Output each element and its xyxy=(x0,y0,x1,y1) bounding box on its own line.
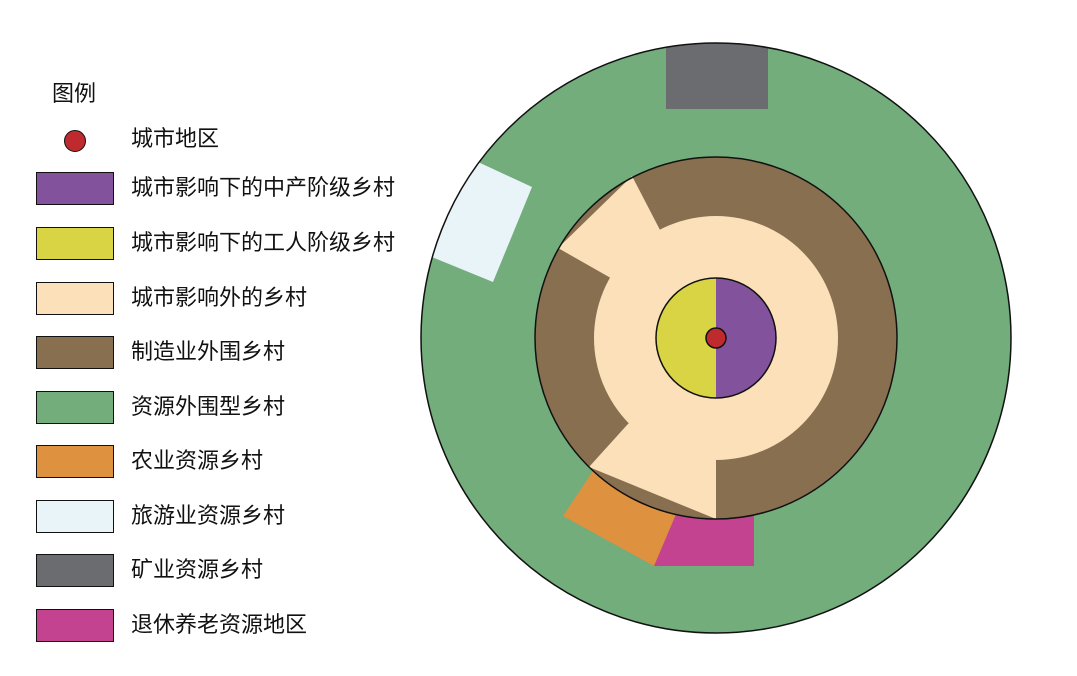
outer-boundary xyxy=(420,42,1012,634)
legend-label-city: 城市地区 xyxy=(131,127,220,152)
manufacturing-boundary xyxy=(534,156,898,520)
legend-swatch-manufacturing xyxy=(36,336,114,369)
city-dot xyxy=(705,327,727,349)
legend-label-tourism: 旅游业资源乡村 xyxy=(131,504,286,529)
legend-item-resource: 资源外围型乡村 xyxy=(0,390,440,426)
legend-label-mining: 矿业资源乡村 xyxy=(131,558,264,583)
legend-item-city: 城市地区 xyxy=(0,122,440,158)
legend-swatch-agricultural xyxy=(36,445,114,478)
resource-zones xyxy=(422,43,768,566)
mining-zone xyxy=(666,43,768,109)
legend-item-agricultural: 农业资源乡村 xyxy=(0,444,440,480)
urban-influence-boundary xyxy=(655,277,777,399)
legend-item-urban-middle-class: 城市影响下的中产阶级乡村 xyxy=(0,171,440,207)
agricultural-zone xyxy=(563,465,688,566)
legend-dot-city xyxy=(64,130,86,152)
legend-swatch-mining xyxy=(36,554,114,587)
legend-item-outside-urban: 城市影响外的乡村 xyxy=(0,281,440,317)
legend-swatch-resource xyxy=(36,391,114,424)
legend-item-tourism: 旅游业资源乡村 xyxy=(0,499,440,535)
tourism-zone xyxy=(422,162,532,282)
legend-item-manufacturing: 制造业外围乡村 xyxy=(0,335,440,371)
legend-label-urban-working-class: 城市影响下的工人阶级乡村 xyxy=(131,231,396,256)
legend-swatch-tourism xyxy=(36,500,114,533)
legend-label-agricultural: 农业资源乡村 xyxy=(131,449,264,474)
urban-working-class-half xyxy=(656,278,716,398)
legend-swatch-urban-middle-class xyxy=(36,172,114,205)
legend-label-outside-urban: 城市影响外的乡村 xyxy=(131,286,308,311)
legend-item-retirement: 退休养老资源地区 xyxy=(0,608,440,644)
legend-label-manufacturing: 制造业外围乡村 xyxy=(131,340,286,365)
legend-swatch-urban-working-class xyxy=(36,227,114,260)
legend-title: 图例 xyxy=(52,82,97,107)
legend-label-resource: 资源外围型乡村 xyxy=(131,395,286,420)
legend-label-retirement: 退休养老资源地区 xyxy=(131,613,308,638)
legend-item-urban-working-class: 城市影响下的工人阶级乡村 xyxy=(0,226,440,262)
legend-item-mining: 矿业资源乡村 xyxy=(0,553,440,589)
legend-swatch-retirement xyxy=(36,609,114,642)
urban-middle-class-half xyxy=(716,278,776,398)
legend-swatch-outside-urban xyxy=(36,282,114,315)
legend-label-urban-middle-class: 城市影响下的中产阶级乡村 xyxy=(131,176,396,201)
legend: 图例 城市地区 城市影响下的中产阶级乡村 城市影响下的工人阶级乡村 城市影响外的… xyxy=(0,0,440,676)
